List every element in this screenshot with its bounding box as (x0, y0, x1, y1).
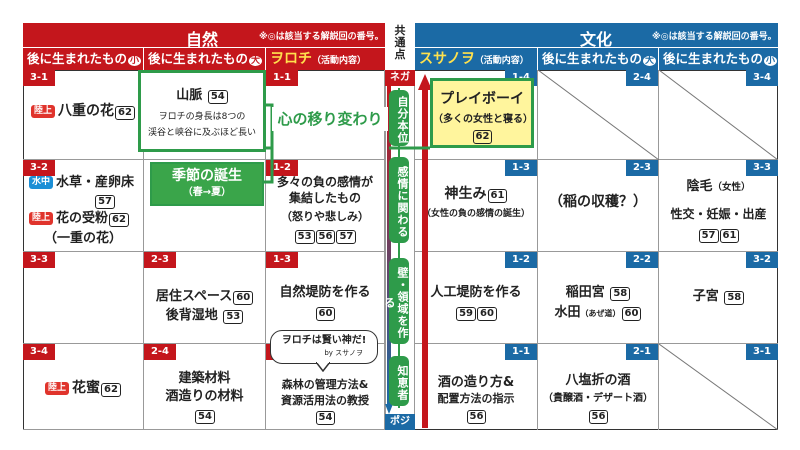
cell-tag: 2-4 (144, 344, 176, 360)
cell-nature-3-3: 3-3 (23, 252, 144, 344)
axis-top-label: ネガ (385, 70, 415, 86)
col-header-orochi: ヲロチ（活動内容） (266, 48, 385, 70)
cell-tag: 1-3 (505, 160, 537, 176)
col-header-n-small: 後に生まれたもの小 (23, 48, 143, 70)
cell-culture-1-1: 1-1 酒の造り方& 配置方法の指示 56 (415, 344, 538, 430)
col-header-susanowo: スサノヲ（活動内容） (415, 48, 537, 70)
land-badge: 陸上 (31, 105, 56, 118)
cell-nature-2-2-empty (144, 160, 266, 252)
land-badge: 陸上 (45, 382, 70, 395)
speech-bubble: ヲロチは賢い神だ! by スサノヲ (270, 330, 378, 364)
cell-culture-3-4: 3-4 (659, 70, 778, 160)
cell-culture-3-2: 3-2 子宮 58 (659, 252, 778, 344)
cell-tag: 1-2 (266, 160, 298, 176)
cell-tag: 1-1 (505, 344, 537, 360)
cell-tag: 2-1 (626, 344, 658, 360)
pill-walls: 壁・領域を作る (383, 258, 409, 344)
cell-nature-2-4: 2-4 建築材料 酒造りの材料 54 (144, 344, 266, 430)
cell-tag: 1-2 (505, 252, 537, 268)
cell-culture-3-1: 3-1 (659, 344, 778, 430)
cell-tag: 1-1 (266, 70, 298, 86)
cell-tag: 2-4 (626, 70, 658, 86)
axis-bottom-label: ポジ (385, 414, 415, 430)
cell-tag: 3-2 (746, 252, 778, 268)
col-header-c-large: 後に生まれたもの大 (538, 48, 658, 70)
cell-culture-2-2: 2-2 稲田宮 58 水田（あぜ道）60 (538, 252, 659, 344)
center-title: 共通点 (394, 24, 406, 61)
speech-bubble-tail (316, 362, 330, 372)
culture-banner: 文化 ※◎は該当する解説回の番号。 (415, 23, 778, 49)
cell-culture-2-3: 2-3 （稲の収穫？） (538, 160, 659, 252)
cell-tag: 3-3 (746, 160, 778, 176)
nature-note: ※◎は該当する解説回の番号。 (259, 32, 384, 42)
cell-tag: 2-3 (144, 252, 176, 268)
season-badge: 季節の誕生 （春→夏） (150, 162, 264, 206)
cell-tag: 3-2 (23, 160, 55, 176)
pill-connector (398, 88, 400, 408)
axis-arrow (385, 86, 393, 414)
cell-tag: 2-2 (626, 252, 658, 268)
playboy-box: プレイボーイ （多くの女性と寝る） 62 (430, 78, 534, 148)
cell-tag: 3-3 (23, 252, 55, 268)
cell-tag: 2-3 (626, 160, 658, 176)
col-header-c-small: 後に生まれたもの小 (659, 48, 778, 70)
nature-title: 自然 (186, 30, 219, 49)
empty-cell-diagonal (538, 70, 659, 160)
empty-cell-diagonal (659, 70, 778, 160)
cell-tag: 1-3 (266, 252, 298, 268)
nature-banner: 自然 ※◎は該当する解説回の番号。 (23, 23, 385, 49)
cell-tag: 3-4 (746, 70, 778, 86)
mountain-box: 山脈 54 ヲロチの身長は8つの 渓谷と峡谷に及ぶほど長い (138, 70, 266, 152)
land-badge: 陸上 (29, 212, 54, 225)
cell-culture-2-1: 2-1 八塩折の酒 （貴醸酒・デザート酒） 56 (538, 344, 659, 430)
cell-culture-2-4: 2-4 (538, 70, 659, 160)
pill-self-centered: 自分本位 (389, 90, 409, 146)
cell-tag: 3-1 (746, 344, 778, 360)
cell-tag: 3-4 (23, 344, 55, 360)
culture-title: 文化 (580, 30, 613, 49)
pill-emotions: 感情に関わる (389, 157, 409, 243)
culture-note: ※◎は該当する解説回の番号。 (652, 32, 777, 42)
water-badge: 水中 (29, 176, 54, 189)
empty-cell-diagonal (659, 344, 778, 430)
red-up-arrow (418, 74, 432, 428)
pill-wise: 知恵者 (389, 356, 409, 406)
cell-tag: 3-1 (23, 70, 55, 86)
col-header-n-large: 後に生まれたもの大 (144, 48, 265, 70)
transition-label: 心の移り変わり (272, 107, 388, 131)
